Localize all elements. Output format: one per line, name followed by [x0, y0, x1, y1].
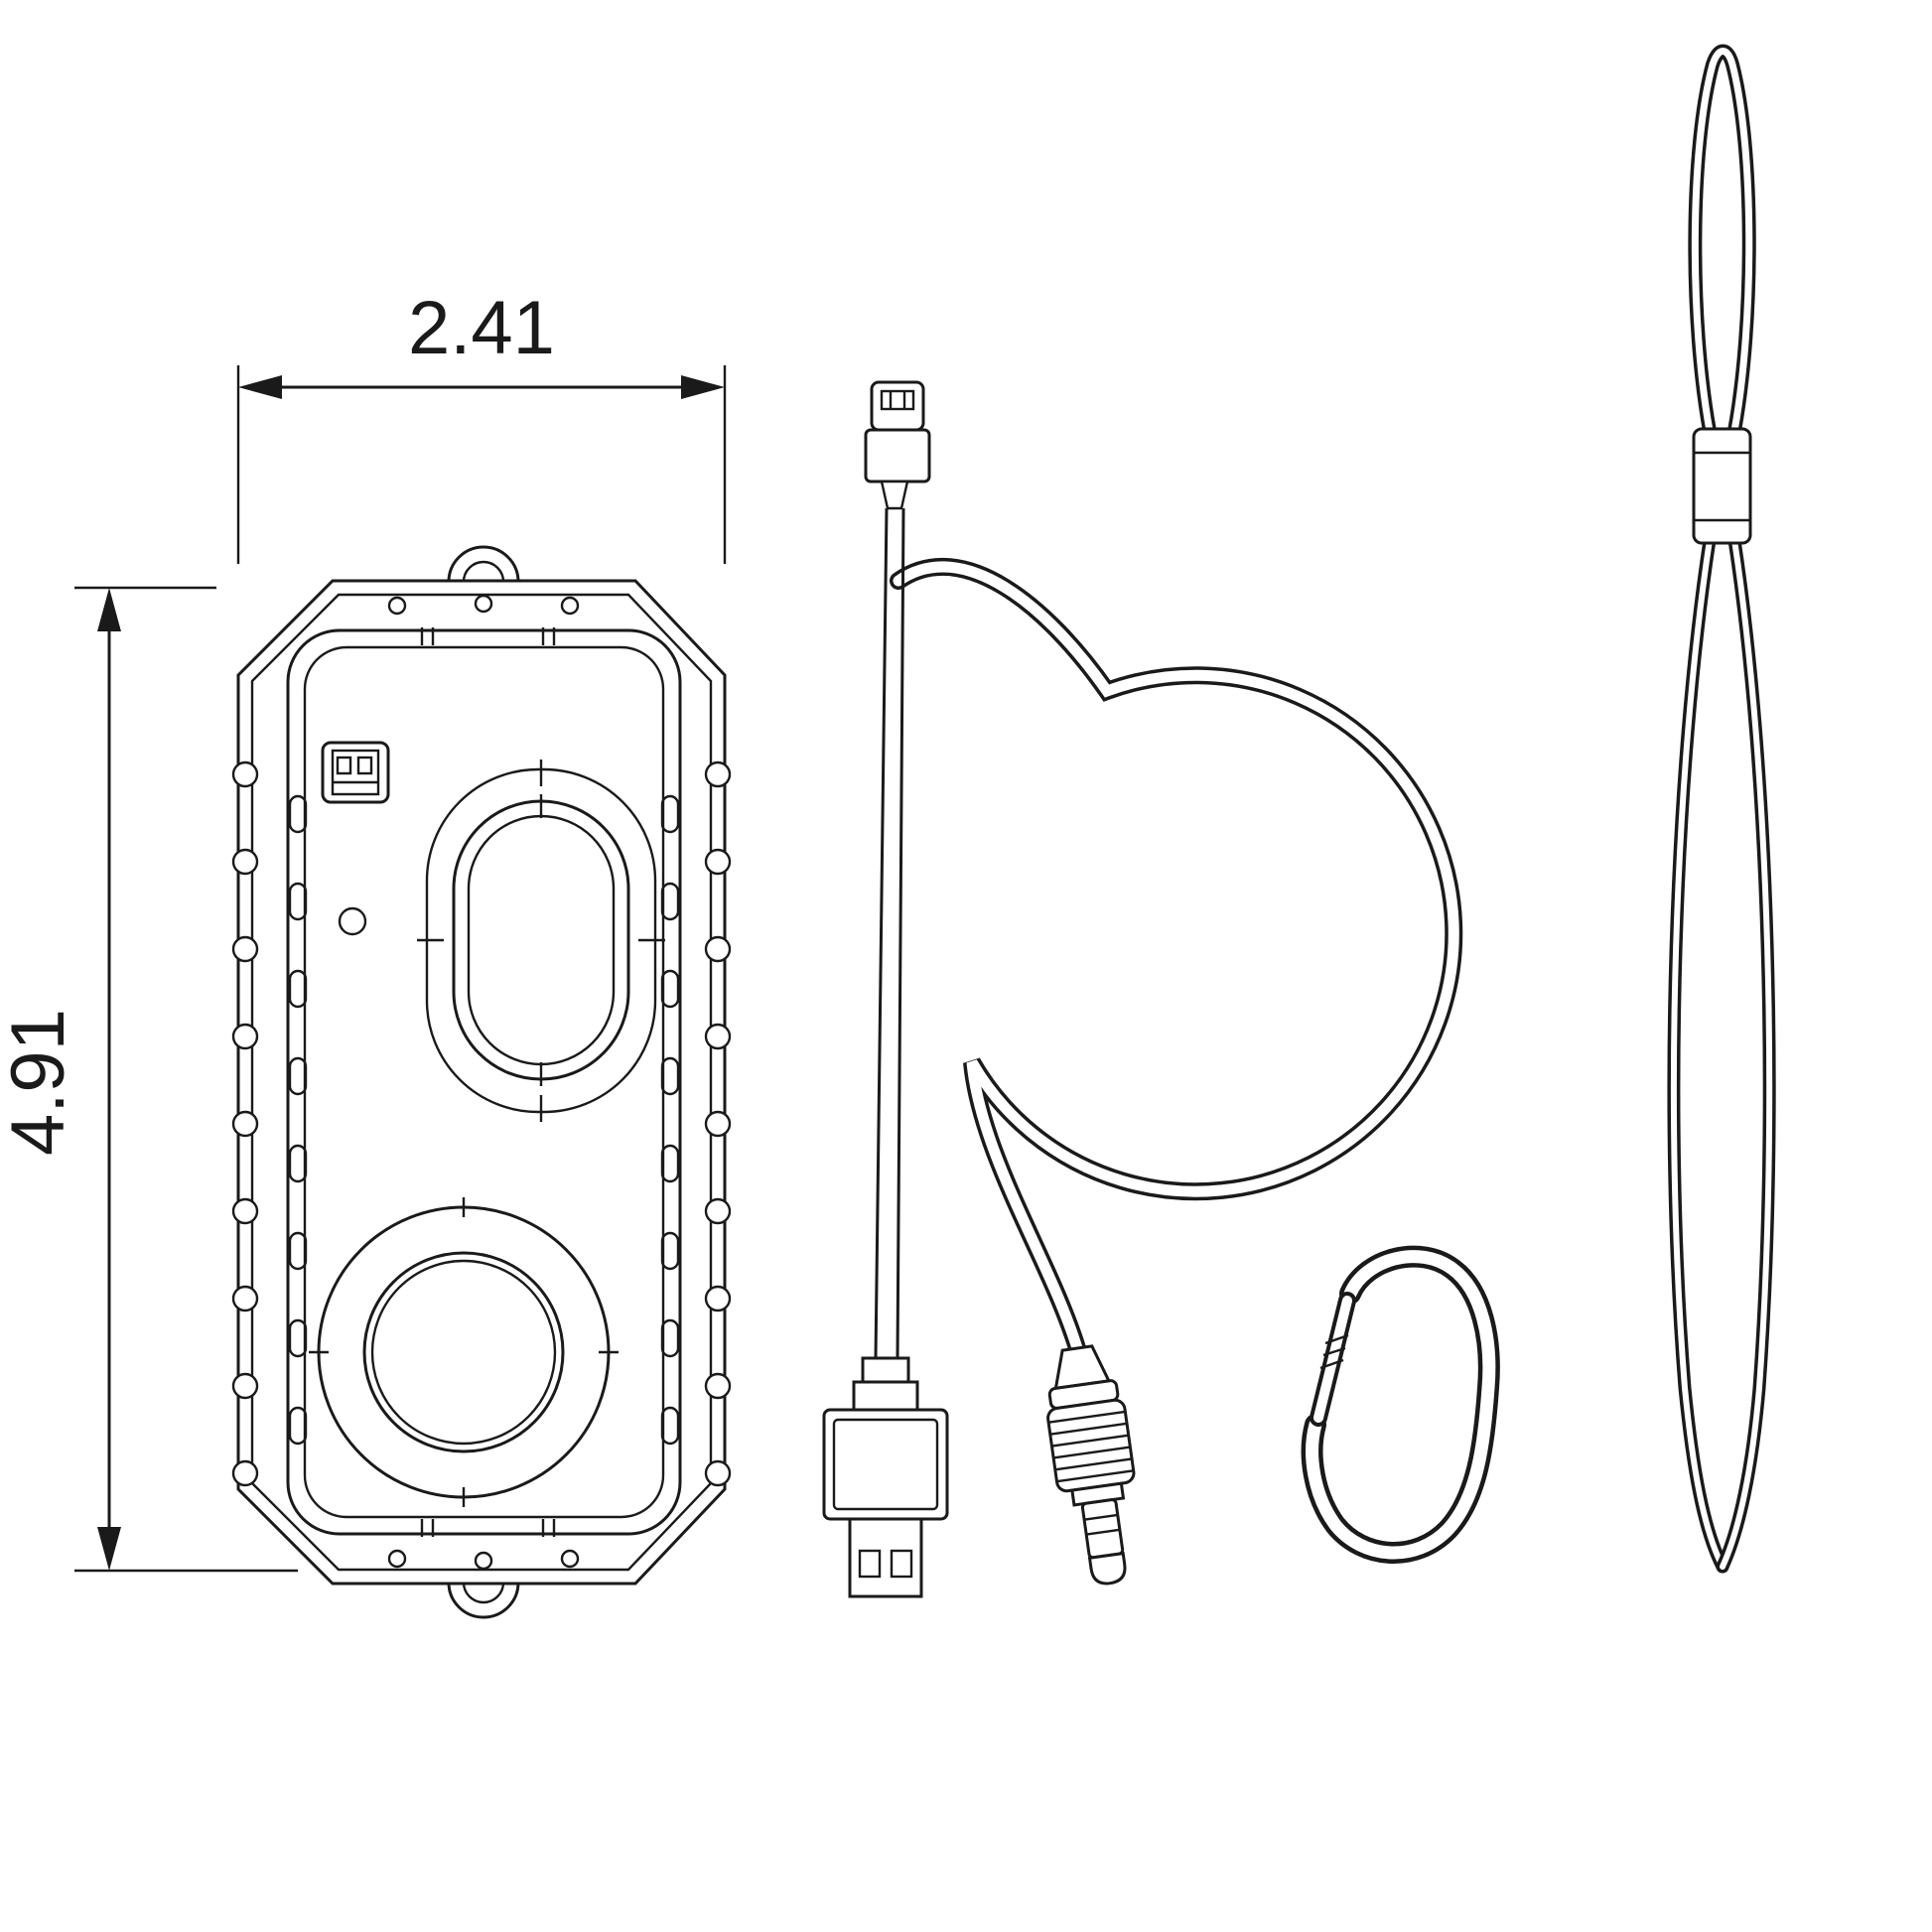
audio-jack-plug	[1046, 1344, 1136, 1586]
arrowhead-up-icon	[97, 588, 121, 631]
aux-cable-coil-inner	[893, 561, 1459, 1354]
usb-a-connector	[822, 1356, 949, 1598]
lanyard-cord-right	[1716, 533, 1776, 1574]
speaker-case-front-view	[231, 545, 732, 1619]
edge-bumps-right	[704, 760, 732, 1487]
usb-cable-line	[874, 507, 905, 1359]
top-tab-outline	[447, 545, 520, 583]
lanyard-cord-left	[1667, 533, 1729, 1574]
arrowhead-down-icon	[97, 1527, 121, 1571]
led-indicator	[338, 906, 367, 936]
arrowhead-right-icon	[681, 375, 725, 399]
usb-cable	[822, 380, 949, 1598]
micro-usb-connector	[864, 380, 931, 510]
carabiner-gate-hinge-ticks	[1319, 1333, 1349, 1370]
lanyard-ferrule	[1692, 427, 1752, 545]
band-tick-marks	[420, 627, 556, 1537]
aux-cable-coil	[890, 557, 1463, 1357]
jack-tip	[1087, 1551, 1127, 1586]
camera-window-oval	[417, 759, 665, 1122]
speaker-grille-circle	[309, 1197, 619, 1507]
top-tab-hole	[462, 560, 505, 583]
arrowhead-left-icon	[238, 375, 282, 399]
band-detail-circles	[387, 594, 580, 1571]
usb-contact	[890, 1549, 913, 1579]
dimension-height: 4.91	[0, 586, 298, 1573]
lanyard-strap	[1667, 44, 1776, 1574]
jack-grip-ribs	[1047, 1410, 1134, 1483]
height-dimension-label: 4.91	[0, 1009, 80, 1156]
edge-slots-left	[288, 794, 308, 1446]
latch-detail	[321, 741, 390, 804]
window-frame-outer	[286, 628, 682, 1536]
edge-slots-right	[660, 794, 680, 1446]
width-dimension-label: 2.41	[408, 286, 555, 370]
jack-metal-shaft	[1080, 1498, 1125, 1560]
aux-cable	[890, 557, 1463, 1357]
bottom-tab-outline	[447, 1582, 520, 1619]
dimension-width: 2.41	[236, 286, 727, 564]
usb-contact	[858, 1549, 882, 1579]
carabiner-clip	[1301, 1245, 1500, 1564]
edge-bumps-left	[231, 760, 259, 1487]
case-outer-outline	[236, 579, 727, 1586]
bottom-tab-hole	[462, 1582, 505, 1604]
